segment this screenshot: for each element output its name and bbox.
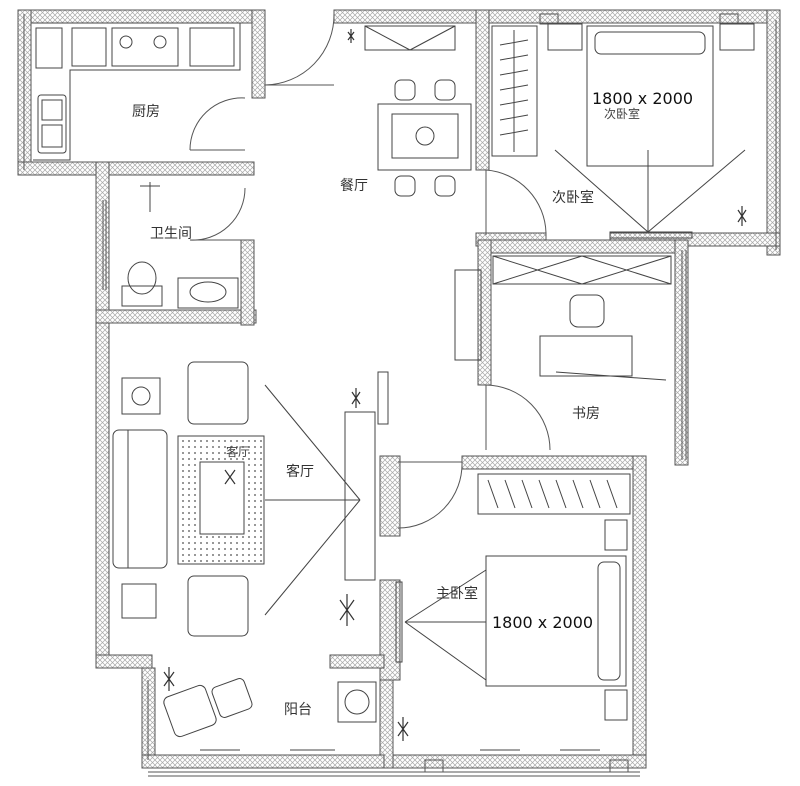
- master-bedroom-furniture: [395, 473, 631, 721]
- second-bedroom-furniture: [491, 23, 755, 239]
- study-furniture: [454, 255, 672, 381]
- room-label-dining: 餐厅: [340, 178, 368, 194]
- room-label-master-bedroom: 主卧室: [436, 585, 478, 602]
- room-label-second-bedroom: 次卧室: [552, 189, 594, 206]
- bathroom-fixtures: [121, 182, 239, 309]
- room-label-balcony: 阳台: [284, 702, 312, 718]
- balcony-furniture: [163, 678, 600, 751]
- plant-icons: [163, 29, 747, 741]
- room-label-study: 书房: [572, 406, 600, 422]
- room-label-kitchen: 厨房: [132, 104, 160, 120]
- room-label-bathroom: 卫生间: [150, 226, 192, 242]
- kitchen-counter: [33, 22, 241, 161]
- window-lines: [23, 13, 777, 777]
- dimension-master-bed: 1800 x 2000: [492, 613, 593, 632]
- room-label-second-bedroom-overlay: 次卧室: [604, 106, 640, 121]
- room-label-living: 客厅: [286, 463, 314, 480]
- dining-set: [364, 25, 472, 197]
- room-label-living-overlay: 客厅: [226, 444, 250, 459]
- living-furniture: [112, 361, 389, 637]
- walls: [17, 9, 781, 769]
- doors: [189, 13, 551, 529]
- dimension-second-bed: 1800 x 2000: [592, 89, 693, 108]
